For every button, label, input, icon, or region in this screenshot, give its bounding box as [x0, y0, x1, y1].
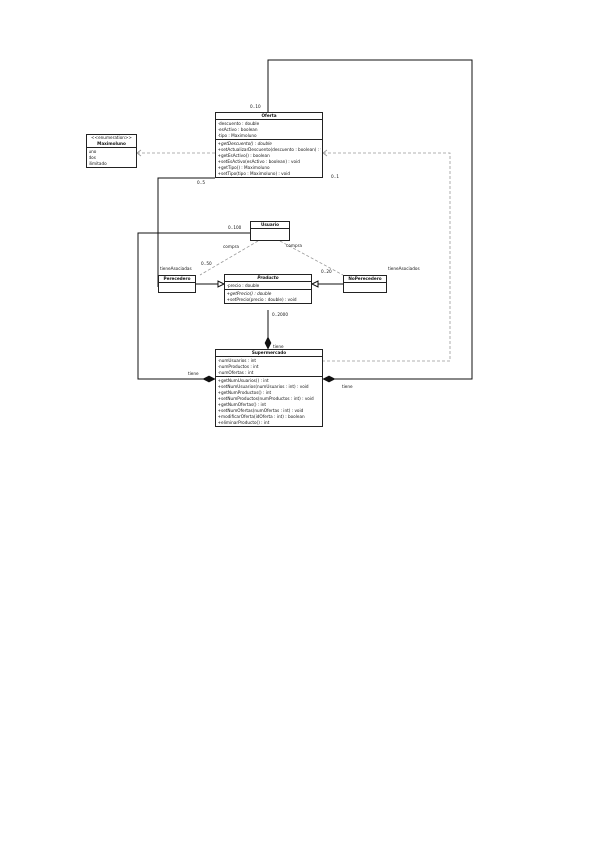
method: +setTipo(tipo : Maximoluno) : void [217, 170, 291, 176]
dependency-usuario-noperecedero [279, 240, 344, 276]
class-producto-attributes: -precio : double [225, 282, 311, 290]
class-perecedero-title: Perecedero [159, 276, 195, 283]
attribute: -numOfertas : int [217, 369, 254, 375]
class-perecedero[interactable]: Perecedero [158, 275, 196, 293]
attribute: -tipo : Maximoluno [217, 132, 257, 138]
method: +getTipo() : Maximoluno [217, 164, 270, 170]
composition-diamond-left [202, 375, 216, 383]
enumeration-title: Maximoluno [87, 141, 136, 148]
multiplicity-noperecedero: 0..20 [321, 269, 332, 274]
attribute: -numUsuarios : int [217, 357, 257, 363]
class-supermercado-attributes: -numUsuarios : int -numProductos : int -… [216, 357, 322, 377]
role-compra-left: compra [223, 244, 239, 249]
multiplicity-producto: 0..2000 [272, 312, 288, 317]
class-supermercado-methods: +getNumUsuarios() : int +setNumUsuarios(… [216, 377, 322, 426]
enum-literal: dos [88, 154, 96, 160]
generalization-triangle-right [310, 280, 319, 288]
class-noperecedero-title: NoPerecedero [344, 276, 386, 283]
connector-oferta-supermercado [267, 59, 473, 380]
dependency-usuario-perecedero [199, 240, 259, 276]
class-oferta[interactable]: Oferta -descuento : double -esActivo : b… [215, 112, 323, 178]
method: +setNumOfertas(numOfertas : int) : void [217, 407, 304, 413]
attribute: -descuento : double [217, 120, 260, 126]
class-oferta-title: Oferta [216, 113, 322, 120]
enum-literal: ilimitado [88, 160, 107, 166]
method: +getPrecio() : double [226, 290, 272, 296]
composition-diamond-right [322, 375, 336, 383]
enum-literal: uno [88, 148, 97, 154]
generalization-triangle-left [217, 280, 226, 288]
multiplicity-perecedero: 0..50 [201, 261, 212, 266]
connector-oferta-perecedero [157, 177, 215, 287]
dependency-arrow-oferta [322, 149, 328, 157]
multiplicity-usuario: 0..100 [228, 225, 242, 230]
multiplicity-oferta-left: 0..5 [197, 180, 205, 185]
dependency-supermercado-oferta [323, 152, 451, 362]
class-producto-methods: +getPrecio() : double +setPrecio(precio … [225, 290, 311, 303]
class-noperecedero[interactable]: NoPerecedero [343, 275, 387, 293]
method: +getNumProductos() : int [217, 389, 272, 395]
method: +modificarOferta(idOferta : int) : boole… [217, 413, 305, 419]
method: +getEsActivo() : boolean [217, 152, 270, 158]
class-producto-title: Producto [225, 275, 311, 282]
method: +getDescuento() : double [217, 140, 272, 146]
attribute: -esActivo : boolean [217, 126, 258, 132]
role-tiene-left: tiene [188, 371, 199, 376]
class-supermercado[interactable]: Supermercado -numUsuarios : int -numProd… [215, 349, 323, 427]
role-tieneasociadas-left: tieneAsociadas [160, 266, 192, 271]
multiplicity-oferta-top: 0..10 [250, 104, 261, 109]
dependency-arrow-enumeration [136, 149, 142, 157]
role-tieneasociados-right: tieneAsociados [388, 266, 420, 271]
method: +setEsActivo(esActivo : boolean) : void [217, 158, 300, 164]
method: +setActualizarDescuento(descuento : bool… [217, 146, 321, 152]
class-oferta-methods: +getDescuento() : double +setActualizarD… [216, 140, 322, 177]
role-compra-right: compra [286, 243, 302, 248]
role-tiene-top: tiene [273, 344, 284, 349]
class-usuario-title: Usuario [251, 222, 289, 229]
method: +setPrecio(precio : double) : void [226, 296, 297, 302]
multiplicity-oferta-right: 0..1 [331, 174, 339, 179]
method: +getNumOfertas() : int [217, 401, 267, 407]
enumeration-stereotype: <<enumeration>> [91, 135, 132, 140]
method: +eliminarProducto() : int [217, 419, 270, 425]
enumeration-literals: uno dos ilimitado [87, 148, 136, 167]
class-producto[interactable]: Producto -precio : double +getPrecio() :… [224, 274, 312, 304]
class-supermercado-title: Supermercado [216, 350, 322, 357]
method: +setNumProductos(numProductos : int) : v… [217, 395, 314, 401]
composition-diamond-top [264, 336, 272, 350]
class-oferta-attributes: -descuento : double -esActivo : boolean … [216, 120, 322, 140]
attribute: -precio : double [226, 282, 260, 288]
method: +setNumUsuarios(numUsuarios : int) : voi… [217, 383, 309, 389]
class-usuario[interactable]: Usuario [250, 221, 290, 241]
connector-supermercado-usuario [137, 232, 250, 380]
role-tiene-right: tiene [342, 384, 353, 389]
enumeration-maximoluno[interactable]: <<enumeration>> Maximoluno uno dos ilimi… [86, 134, 137, 168]
attribute: -numProductos : int [217, 363, 259, 369]
method: +getNumUsuarios() : int [217, 377, 269, 383]
